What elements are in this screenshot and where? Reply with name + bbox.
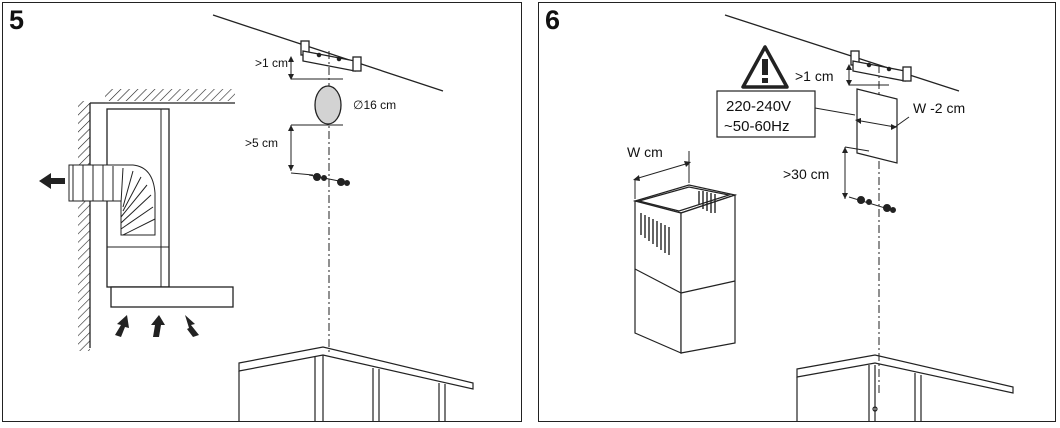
warning-icon	[741, 45, 789, 89]
ceiling-line	[212, 14, 444, 92]
screws	[848, 196, 896, 213]
counter	[796, 354, 1014, 421]
ceiling-line	[724, 14, 960, 92]
step-5-panel: 5 >1 cm ∅16 cm >5	[2, 2, 522, 422]
screws	[308, 173, 350, 186]
width-minus-label: W -2 cm	[913, 100, 965, 116]
step-6-illustration: >1 cm 220-240V ~50-60Hz W -2 cm >30 cm	[627, 14, 1014, 421]
step-6-panel: 6 >1 cm 220-240V ~50-60Hz	[538, 2, 1056, 422]
mounting-plate	[856, 88, 898, 164]
intake-arrows	[115, 315, 199, 337]
wall	[78, 101, 90, 351]
flexible-duct	[68, 164, 156, 236]
hood-base	[110, 286, 234, 308]
ceiling-bracket	[850, 50, 912, 82]
chimney-width-label: W cm	[627, 144, 663, 160]
duct-diameter-label: ∅16 cm	[353, 98, 396, 112]
step-6-number: 6	[545, 5, 561, 35]
frequency-label: ~50-60Hz	[724, 118, 789, 135]
step-5-illustration: >1 cm ∅16 cm >5 cm	[39, 14, 474, 421]
clearance-mid-label: >5 cm	[245, 136, 278, 150]
step-5-number: 5	[9, 5, 25, 35]
voltage-box	[716, 90, 816, 138]
ceiling-bracket	[300, 40, 362, 72]
chimney-cover	[632, 184, 738, 354]
counter	[238, 346, 474, 421]
vent-slots	[640, 191, 716, 255]
clearance-top-label: >1 cm	[255, 56, 288, 70]
voltage-label: 220-240V	[726, 98, 791, 115]
exhaust-arrow	[39, 173, 65, 189]
clearance-mid-label: >30 cm	[783, 166, 829, 182]
duct-hole	[314, 85, 342, 125]
clearance-top-label: >1 cm	[795, 68, 834, 84]
ceiling	[105, 89, 235, 101]
